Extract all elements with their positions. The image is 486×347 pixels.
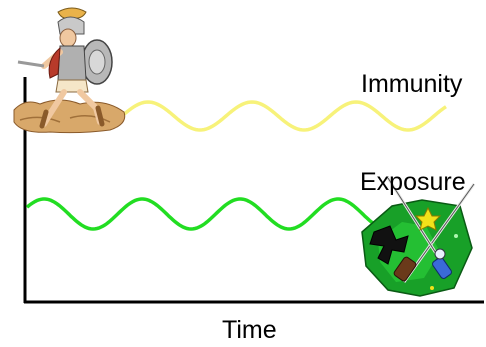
warrior-icon (13, 7, 126, 134)
exposure-label: Exposure (360, 168, 466, 196)
immunity-wave (120, 100, 447, 132)
immunity-label: Immunity (361, 70, 463, 98)
x-axis-label: Time (222, 316, 277, 344)
germs-icon (361, 177, 476, 297)
exposure-wave (25, 197, 392, 231)
